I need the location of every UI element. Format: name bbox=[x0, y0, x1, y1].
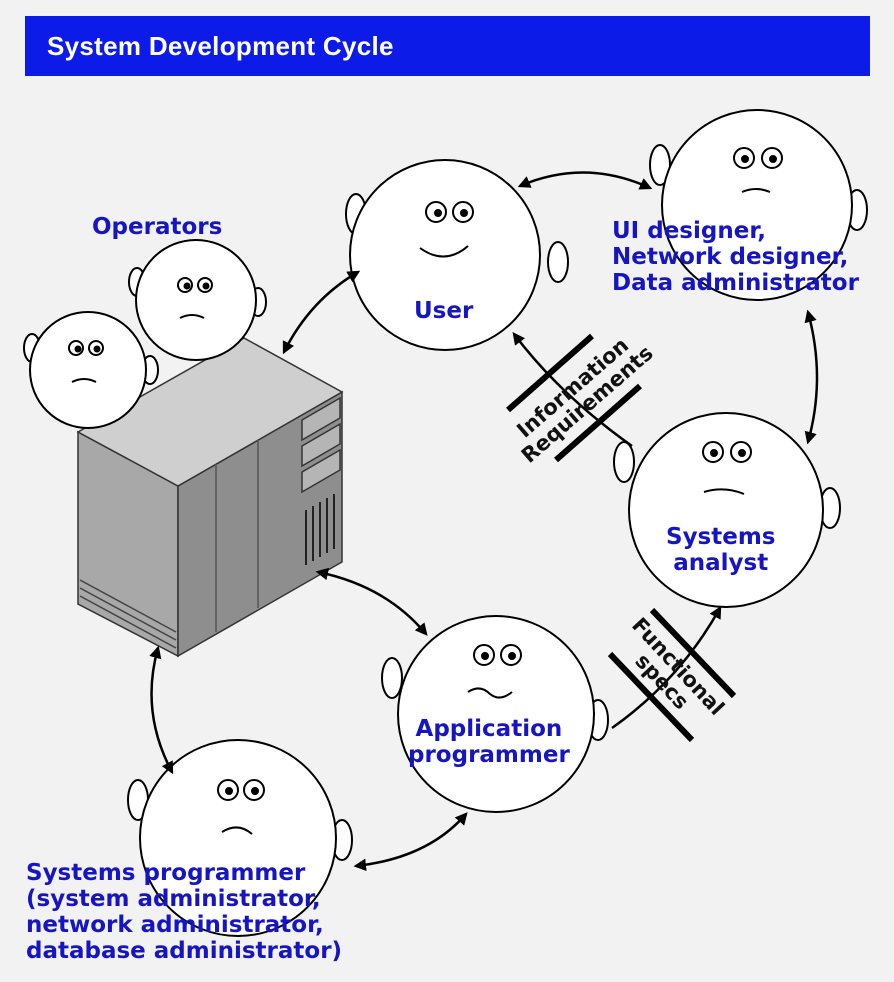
func-specs-bar-right bbox=[649, 607, 737, 699]
designer-head bbox=[649, 109, 868, 301]
label-designers: UI designer, Network designer, Data admi… bbox=[612, 218, 859, 296]
arrow-analyst-user bbox=[512, 332, 633, 448]
arrow-sysprog-appprog bbox=[353, 812, 468, 872]
label-analyst-line: analyst bbox=[673, 550, 769, 576]
label-sys-programmer-line: (system administrator, bbox=[26, 886, 321, 912]
label-sys-programmer: Systems programmer (system administrator… bbox=[26, 860, 342, 964]
info-req-bar-bottom bbox=[554, 383, 642, 463]
info-req-bar-top bbox=[506, 333, 594, 413]
label-sys-programmer-line: Systems programmer bbox=[26, 860, 306, 886]
label-sys-programmer-line: network administrator, bbox=[26, 912, 324, 938]
diagram-title: System Development Cycle bbox=[47, 30, 394, 61]
app-programmer-head bbox=[381, 615, 609, 813]
analyst-head bbox=[613, 412, 841, 608]
arrow-server-user bbox=[282, 270, 361, 355]
arrow-server-sysprog bbox=[149, 645, 174, 775]
arrow-server-appprog bbox=[315, 567, 428, 636]
label-analyst: Systems analyst bbox=[666, 524, 776, 576]
arrow-user-designer bbox=[517, 171, 653, 190]
label-user: User bbox=[414, 298, 474, 324]
label-designers-line: UI designer, bbox=[612, 218, 767, 244]
label-designers-line: Network designer, bbox=[612, 244, 849, 270]
operator-head-back bbox=[128, 239, 267, 361]
label-app-programmer: Application programmer bbox=[408, 716, 570, 768]
user-head bbox=[345, 159, 569, 351]
label-operators: Operators bbox=[92, 214, 223, 240]
label-app-programmer-line: Application bbox=[415, 716, 563, 742]
label-designers-line: Data administrator bbox=[612, 270, 859, 296]
arrow-appprog-analyst bbox=[611, 605, 722, 730]
operator-head-front bbox=[23, 311, 159, 429]
label-analyst-line: Systems bbox=[666, 524, 776, 550]
func-specs-bar-left bbox=[607, 651, 695, 743]
label-app-programmer-line: programmer bbox=[408, 742, 570, 768]
title-banner: System Development Cycle bbox=[25, 16, 870, 76]
label-sys-programmer-line: database administrator) bbox=[26, 938, 343, 964]
server-icon bbox=[76, 337, 344, 658]
arrow-designer-analyst bbox=[804, 309, 819, 445]
sys-programmer-head bbox=[127, 739, 353, 937]
